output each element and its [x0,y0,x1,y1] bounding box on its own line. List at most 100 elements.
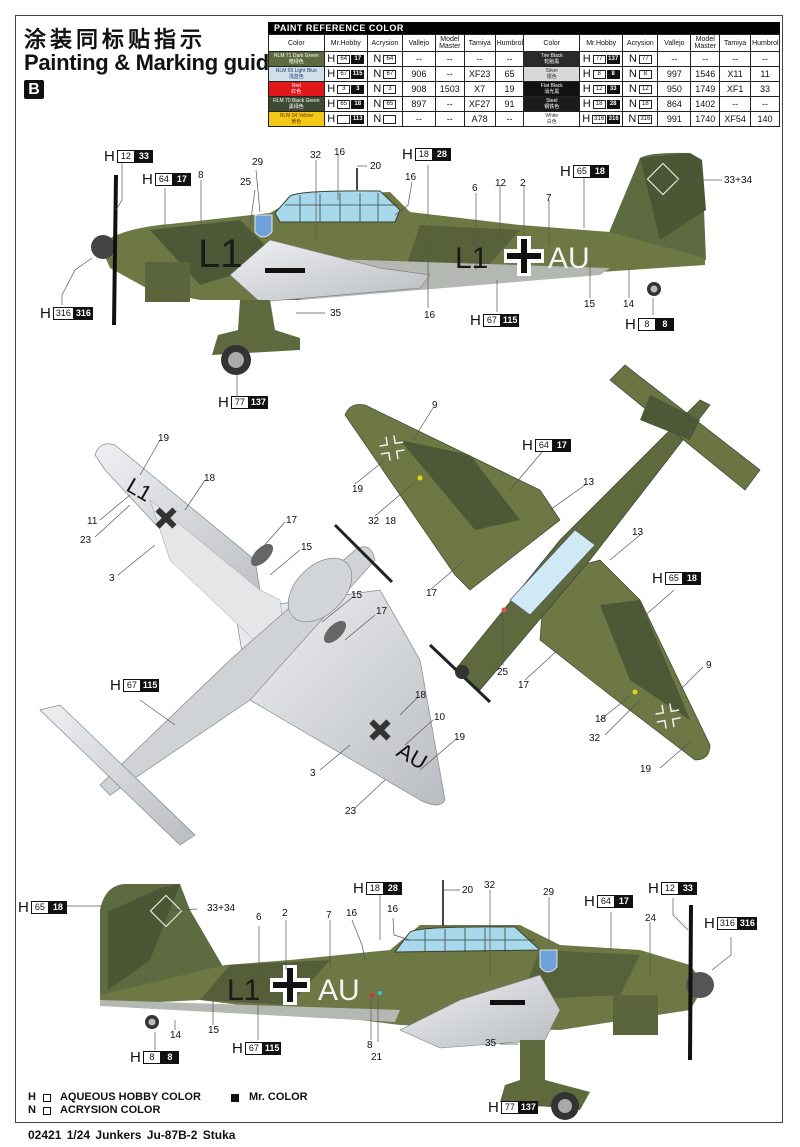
paint-table-header-row: Color Mr.Hobby Acrysion Vallejo Model Ma… [268,34,780,52]
model-name: Junkers Ju-87B-2 Stuka [95,1128,236,1142]
tamiya-value: XF1 [719,81,752,97]
paint-table: Color Mr.Hobby Acrysion Vallejo Model Ma… [268,34,780,127]
callout-number: 15 [208,1025,220,1036]
col-header: Mr.Hobby [579,34,624,52]
callout-number: 18 [204,473,216,484]
humbrol-value: -- [750,96,780,112]
callout-number: 6 [256,912,262,923]
callout-number: 9 [706,660,712,671]
model-master-value: -- [434,51,465,67]
legend-m-text: Mr. COLOR [248,1091,308,1103]
col-header: Acrysion [622,34,659,52]
callout-number: 32 [310,150,322,161]
model-master-value: -- [434,66,465,82]
callout-number: 33+34 [207,903,236,914]
legend-h-text: AQUEOUS HOBBY COLOR [59,1091,201,1103]
callout-number: 20 [370,161,382,172]
callout-number: 17 [376,606,388,617]
col-header: Model Master [434,34,465,52]
col-header: Vallejo [657,34,692,52]
humbrol-value: -- [494,111,525,127]
callout-number: 16 [387,904,399,915]
callout-number: 32 [368,516,380,527]
callout-number: 23 [80,535,92,546]
callout-number: 25 [497,667,509,678]
tamiya-value: A78 [463,111,496,127]
col-header: Color [523,34,581,52]
callout-number: 15 [584,299,596,310]
col-header: Acrysion [366,34,403,52]
callout-number: 32 [589,733,601,744]
callout-number: 11 [87,516,98,527]
vallejo-value: 908 [401,81,436,97]
callout-number: 13 [632,527,644,538]
product-code: 02421 [28,1128,62,1142]
callout-number: 13 [583,477,595,488]
callout-number: 8 [367,1040,373,1051]
legend-n-text: ACRYSION COLOR [59,1104,161,1116]
white-box-icon [42,1106,51,1115]
humbrol-value: 33 [750,81,780,97]
humbrol-value: 91 [494,96,525,112]
callout-number: 7 [326,910,332,921]
callout-number: 20 [462,885,474,896]
model-master-value: -- [690,51,721,67]
callout-number: 23 [345,806,357,817]
callout-number: 9 [432,400,438,411]
scheme-badge: B [24,80,44,99]
col-header: Mr.Hobby [323,34,368,52]
tamiya-value: -- [719,51,752,67]
white-box-icon [42,1093,51,1102]
title-chinese: 涂装同标贴指示 [24,28,207,53]
model-master-value: 1546 [690,66,721,82]
callout-number: 8 [198,170,204,181]
callout-number: 19 [640,764,652,775]
legend-h-label: H [28,1091,36,1103]
callout-number: 24 [645,913,657,924]
callout-number: 14 [170,1030,182,1041]
humbrol-value: -- [494,51,525,67]
callout-number: 32 [484,880,496,891]
callout-number: 2 [520,178,526,189]
model-master-value: -- [434,111,465,127]
callout-number: 18 [385,516,397,527]
model-master-value: 1503 [434,81,465,97]
vallejo-value: 997 [657,66,692,82]
callout-number: 16 [346,908,358,919]
callout-number: 7 [546,193,552,204]
callout-number: 10 [434,712,446,723]
callout-number: 35 [485,1038,497,1049]
tamiya-value: -- [719,96,752,112]
paint-table-title: PAINT REFERENCE COLOR [268,22,780,34]
humbrol-value: 65 [494,66,525,82]
vallejo-value: 906 [401,66,436,82]
callout-number: 16 [405,172,417,183]
